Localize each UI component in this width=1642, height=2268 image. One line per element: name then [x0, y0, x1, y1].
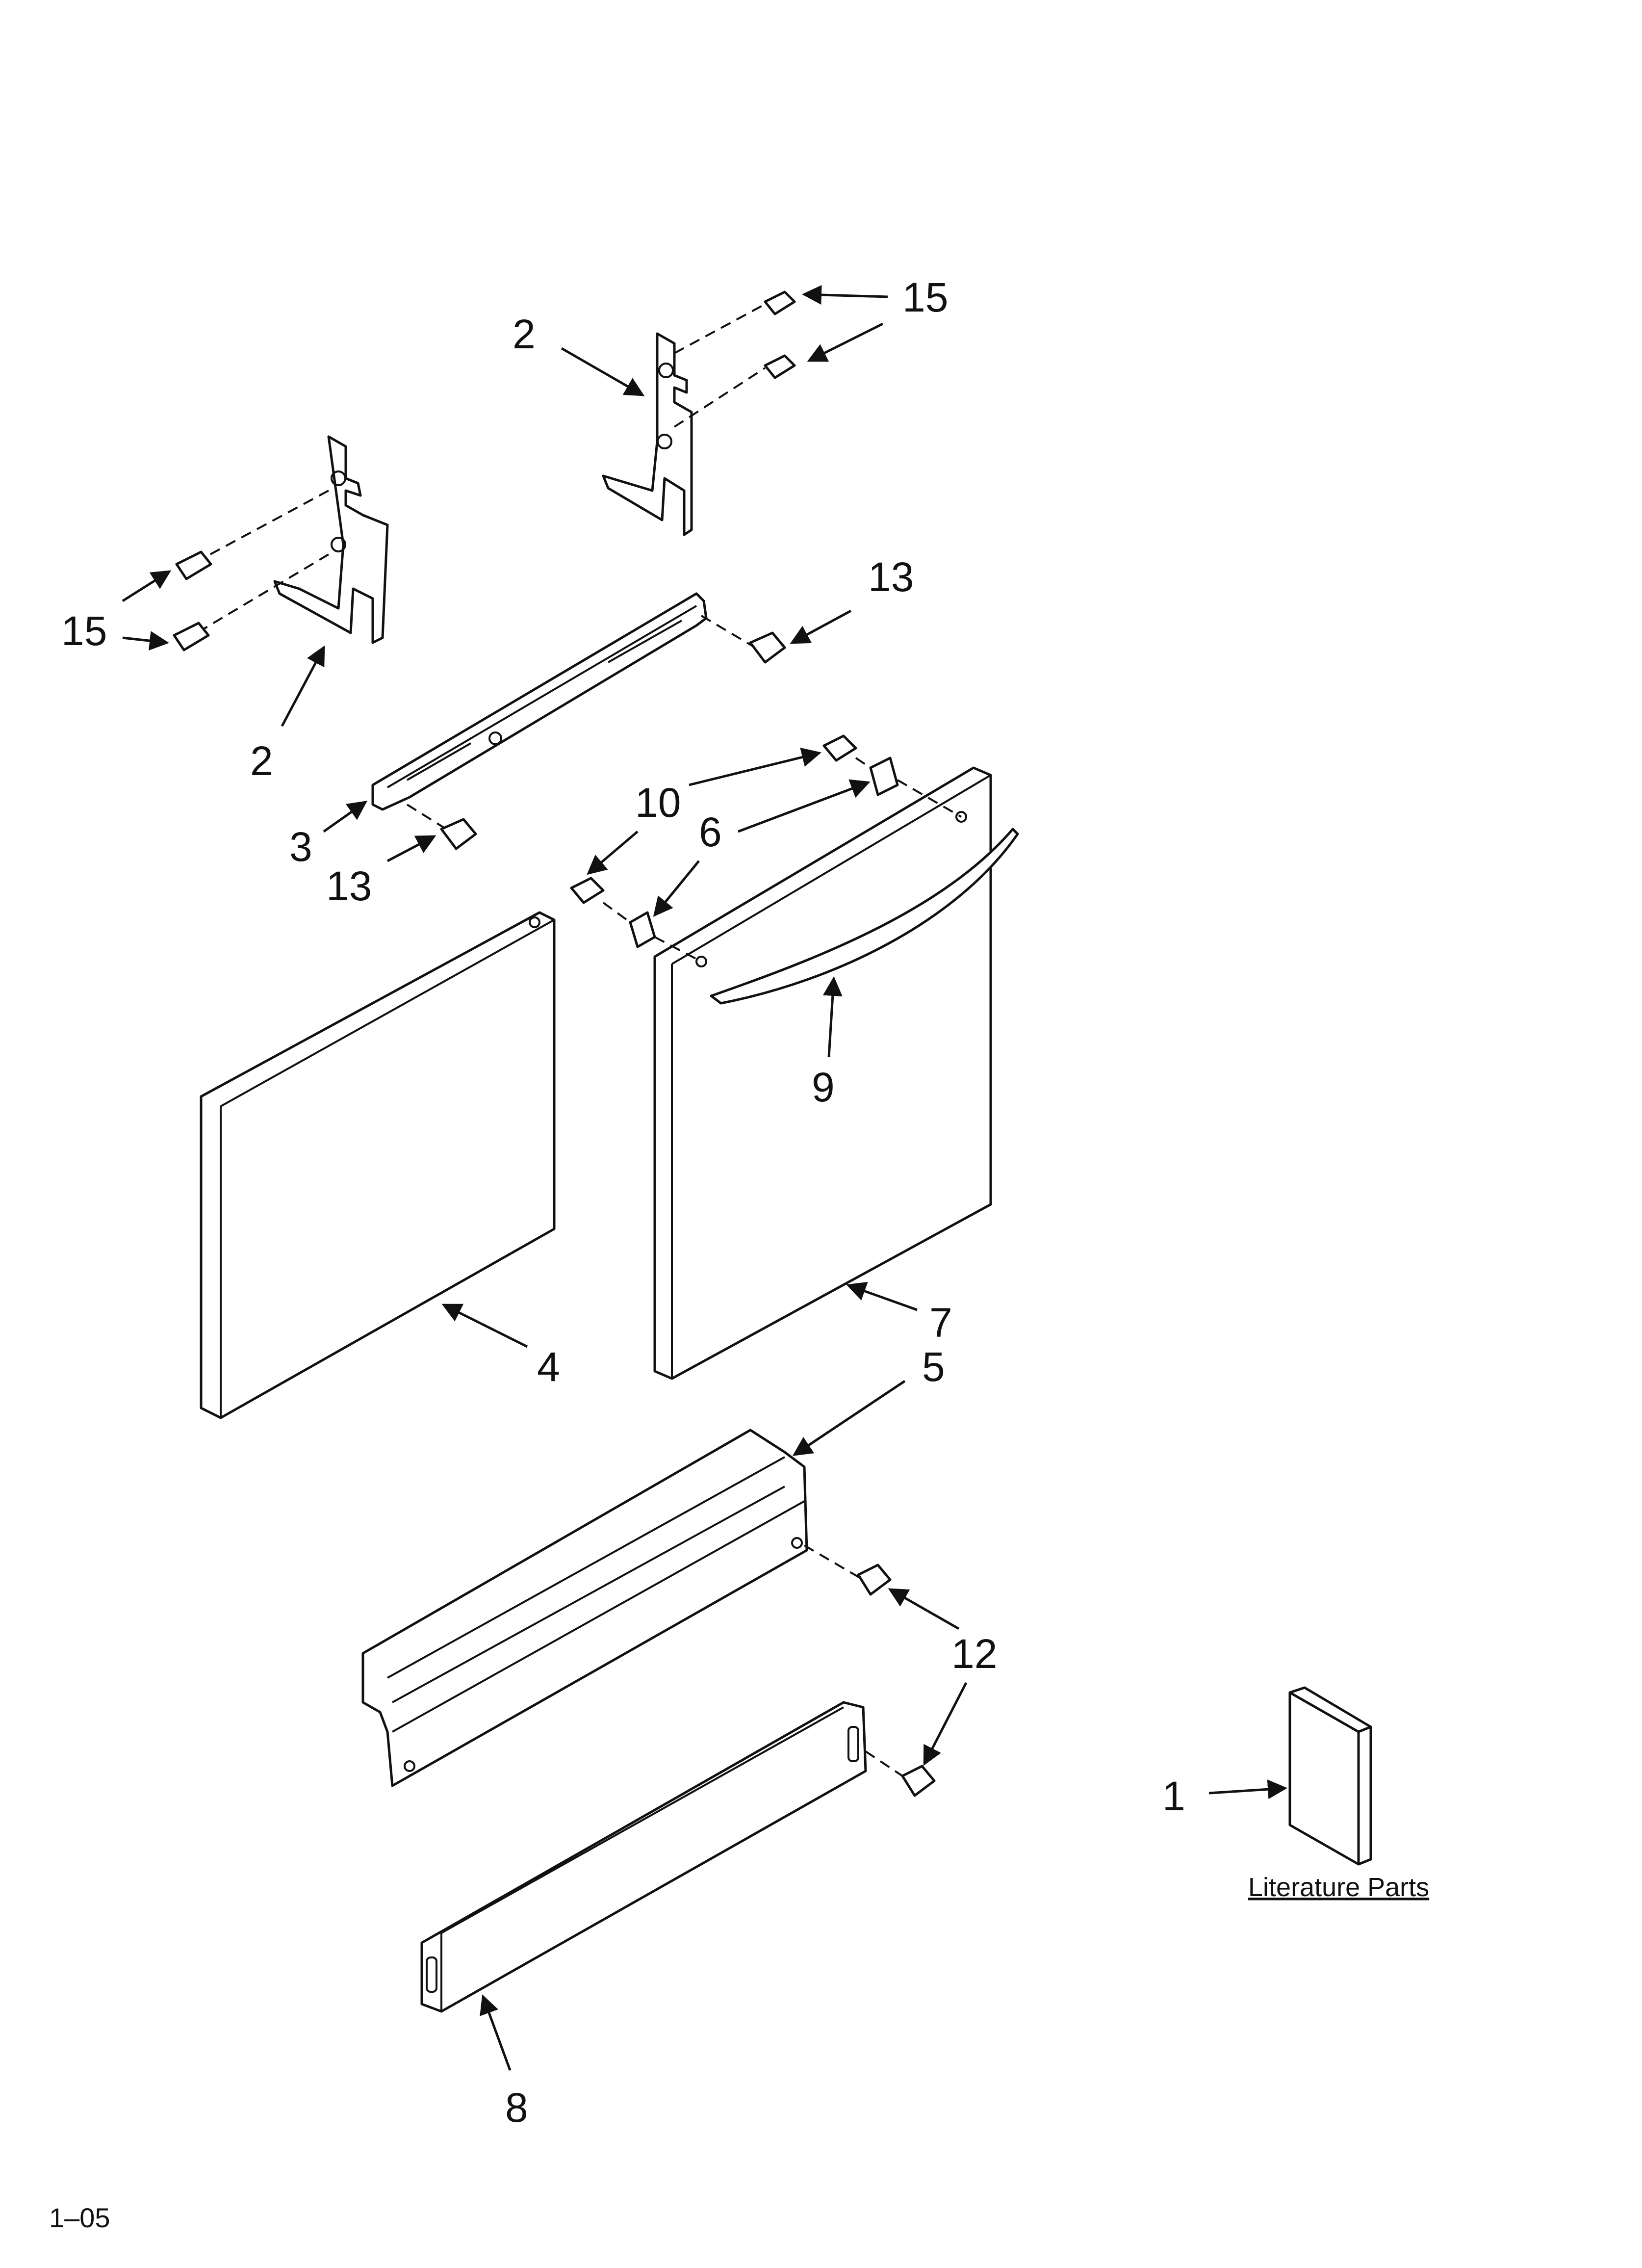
washer-6 [602, 756, 962, 963]
callout-8: 8 [505, 2085, 528, 2131]
callout-2-left: 2 [250, 738, 273, 784]
door-handle [710, 828, 1019, 1005]
toe-panel [420, 1701, 903, 2013]
screw-15-lower [173, 550, 212, 652]
hinge-bracket-right [602, 303, 766, 536]
callout-13-right: 13 [868, 554, 914, 600]
screw-10 [570, 734, 857, 904]
callout-4: 4 [537, 1344, 560, 1390]
leader-lines [122, 285, 1287, 2071]
callout-1: 1 [1162, 1773, 1185, 1819]
screw-12 [857, 1564, 936, 1797]
callout-6: 6 [699, 809, 722, 855]
toe-panel-bracket [361, 1429, 864, 1787]
literature-parts-label: Literature Parts [1248, 1873, 1429, 1902]
callout-15-top: 15 [902, 274, 948, 320]
mounting-rail [371, 592, 756, 830]
callout-7: 7 [929, 1300, 952, 1346]
callout-5: 5 [922, 1344, 945, 1390]
callout-15-left: 15 [61, 608, 107, 654]
page-code: 1–05 [49, 2202, 110, 2233]
literature-parts-booklet [1288, 1686, 1372, 1866]
callout-9: 9 [812, 1064, 835, 1110]
callout-2-top: 2 [513, 311, 536, 357]
side-panel [200, 911, 556, 1419]
screw-15-upper [764, 290, 796, 379]
hinge-bracket-left [200, 435, 389, 644]
callout-3: 3 [289, 824, 312, 870]
callout-12: 12 [951, 1631, 997, 1677]
screw-13 [440, 631, 786, 850]
callout-10: 10 [635, 780, 681, 826]
callout-13-left: 13 [326, 863, 372, 909]
